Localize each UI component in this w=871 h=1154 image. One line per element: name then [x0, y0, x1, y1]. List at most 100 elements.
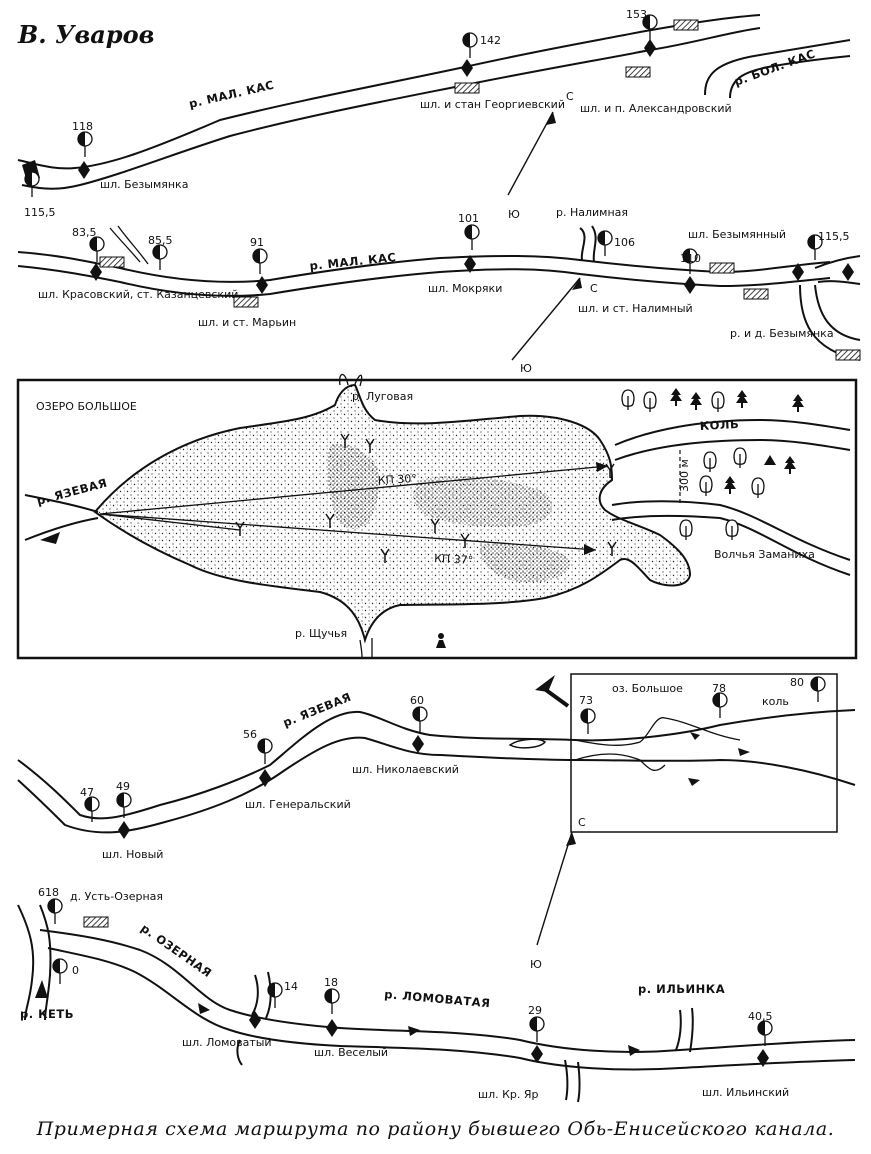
km-label: 115,5: [818, 230, 850, 243]
km-label: 91: [250, 236, 264, 249]
north-arrow: С Ю: [530, 816, 586, 971]
lock-name: шл. Красовский, ст. Казанцевский: [38, 288, 238, 301]
lock-icon: [842, 263, 854, 281]
north-label: С: [566, 90, 574, 103]
north-label: С: [578, 816, 586, 829]
hut-icon: [764, 455, 776, 465]
gauge-icon: [24, 171, 40, 198]
lock-icon: [118, 821, 130, 839]
lock-name: шл. и стан Георгиевский: [420, 98, 565, 111]
gauge-icon: [52, 958, 68, 985]
km-label: 29: [528, 1004, 542, 1017]
km-label: 83,5: [72, 226, 97, 239]
village-name: д. Усть-Озерная: [70, 890, 163, 903]
km-label: 142: [480, 34, 501, 47]
km-label: 118: [72, 120, 93, 133]
building-icon: [83, 916, 109, 928]
km-label: 78: [712, 682, 726, 695]
km-label: 106: [614, 236, 635, 249]
direction-arrow: [535, 675, 555, 692]
lock-name: шл. Новый: [102, 848, 163, 861]
north-arrow: С Ю: [507, 90, 574, 221]
lock-icon: [326, 1019, 338, 1037]
gauge-icon: [462, 32, 478, 59]
km-label: 101: [458, 212, 479, 225]
building-icon: [835, 349, 861, 361]
building-icon: [625, 66, 651, 78]
km-label: 73: [579, 694, 593, 707]
gauge-icon: [712, 692, 728, 719]
strip-1: 115,5 118 шл. Безымянка р. МАЛ. КАС 142 …: [17, 8, 851, 221]
building-icon: [673, 19, 699, 31]
lock-icon: [461, 59, 473, 77]
gauge-icon: [464, 224, 480, 251]
distance-label: 300 м: [678, 459, 691, 492]
gauge-icon: [580, 708, 596, 735]
author-name: В. Уваров: [18, 20, 155, 49]
river-name: р. ЛОМОВАТАЯ: [384, 987, 491, 1010]
km-label: 0: [72, 964, 79, 977]
place-name: Волчья Заманиха: [714, 548, 815, 561]
river-name: р. КЕТЬ: [20, 1007, 74, 1021]
lock-name: шл. Безымянный: [688, 228, 786, 241]
km-label: 18: [324, 976, 338, 989]
km-label: 115,5: [24, 206, 56, 219]
lock-name: шл. Ильинский: [702, 1086, 789, 1099]
south-label: Ю: [530, 958, 542, 971]
gauge-icon: [152, 244, 168, 271]
lake-panel: ОЗЕРО БОЛЬШОЕ р. Луговая р. ЯЗЕВАЯ р. Щу…: [16, 373, 858, 660]
strip-4: 618 д. Усть-Озерная 0 р. КЕТЬ р. ОЗЕРНАЯ…: [17, 886, 856, 1103]
bearing-line-1: [99, 465, 609, 515]
bearing-label: КП 37°: [434, 552, 474, 567]
lock-icon: [249, 1011, 261, 1029]
gauge-icon: [757, 1020, 773, 1047]
kol-label: коль: [762, 695, 789, 708]
lock-name: шл. Генеральский: [245, 798, 351, 811]
km-label: 110: [680, 252, 701, 265]
lock-icon: [412, 735, 424, 753]
camp-icon: [436, 633, 446, 648]
gauge-icon: [324, 988, 340, 1015]
building-icon: [99, 256, 125, 268]
km-label: 60: [410, 694, 424, 707]
strip-2: 83,5 шл. Красовский, ст. Казанцевский 85…: [17, 206, 861, 375]
river-name: р. Щучья: [295, 627, 347, 640]
lock-name: шл. Ломоватый: [182, 1036, 272, 1049]
lock-name: шл. Безымянка: [100, 178, 188, 191]
lake-name: оз. Большое: [612, 682, 683, 695]
forest: [621, 388, 804, 541]
river-name: р. МАЛ. КАС: [188, 78, 276, 111]
north-label: С: [590, 282, 598, 295]
lake-title: ОЗЕРО БОЛЬШОЕ: [36, 400, 137, 413]
bearing-label: КП 30°: [377, 472, 417, 487]
river-name: р. Налимная: [556, 206, 628, 219]
building-icon: [709, 262, 735, 274]
lock-name: шл. и ст. Марьин: [198, 316, 296, 329]
lock-name: шл. Николаевский: [352, 763, 459, 776]
gauge-icon: [412, 706, 428, 733]
south-label: Ю: [508, 208, 520, 221]
lock-name: шл. Мокряки: [428, 282, 502, 295]
lock-name: шл. и ст. Налимный: [578, 302, 693, 315]
gauge-icon: [810, 676, 826, 703]
lock-icon: [78, 161, 90, 179]
north-arrow: С Ю: [511, 277, 598, 375]
km-label: 85,5: [148, 234, 173, 247]
bearing-line-2: [99, 513, 597, 551]
km-label: 14: [284, 980, 298, 993]
km-label: 40,5: [748, 1010, 773, 1023]
river-name: р. и д. Безымянка: [730, 327, 834, 340]
km-label: 56: [243, 728, 257, 741]
km-label: 49: [116, 780, 130, 793]
lock-icon: [644, 39, 656, 57]
river-name: р. ЯЗЕВАЯ: [281, 690, 353, 730]
building-icon: [454, 82, 480, 94]
river-name: р. ИЛЬИНКА: [638, 982, 725, 996]
gauge-icon: [529, 1016, 545, 1043]
km-label: 80: [790, 676, 804, 689]
south-label: Ю: [520, 362, 532, 375]
gauge-icon: [257, 738, 273, 765]
lock-name: шл. Веселый: [314, 1046, 388, 1059]
gauge-icon: [597, 230, 613, 257]
